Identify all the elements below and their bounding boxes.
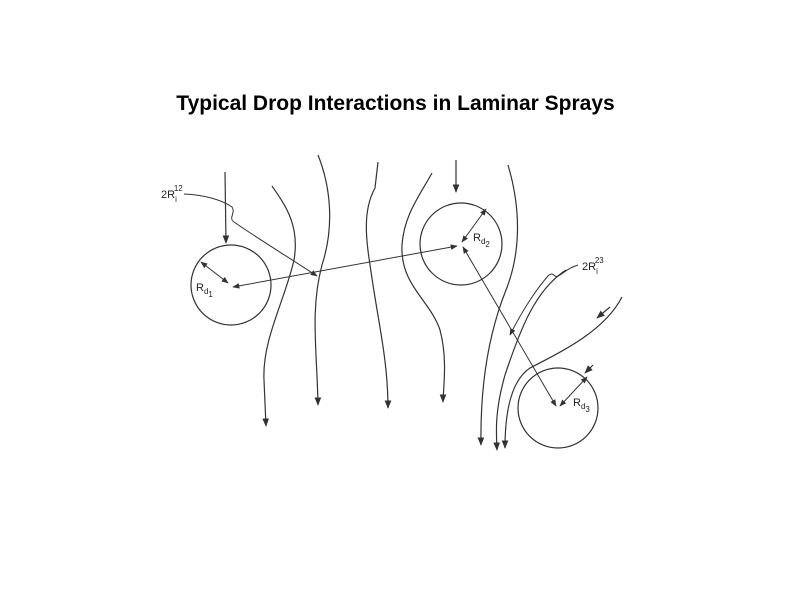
streamline-10 [584, 364, 594, 374]
leader-line-23 [509, 264, 579, 336]
interdrop-arrow-23 [462, 246, 557, 407]
streamline-4 [365, 161, 392, 409]
streamline-11 [596, 306, 611, 319]
streamline-2 [262, 185, 296, 427]
radius-arrow-1 [200, 261, 229, 284]
streamline-8 [493, 269, 567, 451]
interdrop-arrow-12 [232, 244, 458, 289]
drop-2 [419, 202, 503, 286]
streamline-5 [401, 172, 447, 403]
streamline-3 [314, 154, 331, 406]
interdrop-arrows [232, 244, 557, 407]
labels: 2Ri12 2Ri23 Rd1 Rd2 Rd3 [161, 184, 604, 414]
radius-arrows [200, 208, 588, 407]
radius-arrow-3 [559, 376, 588, 407]
page-title: Typical Drop Interactions in Laminar Spr… [176, 92, 615, 115]
label-radius-1: Rd1 [196, 282, 213, 299]
streamline-1 [222, 171, 230, 244]
drop-3 [517, 367, 599, 449]
label-radius-3: Rd3 [573, 397, 590, 414]
label-radius-2: Rd2 [473, 232, 490, 249]
label-interdrop-23: 2Ri23 [582, 256, 604, 276]
streamlines [222, 154, 623, 451]
label-interdrop-12: 2Ri12 [161, 184, 183, 204]
radius-arrow-2 [461, 208, 487, 243]
leader-lines [183, 193, 579, 336]
leader-line-12 [183, 193, 318, 277]
drops [190, 202, 599, 449]
